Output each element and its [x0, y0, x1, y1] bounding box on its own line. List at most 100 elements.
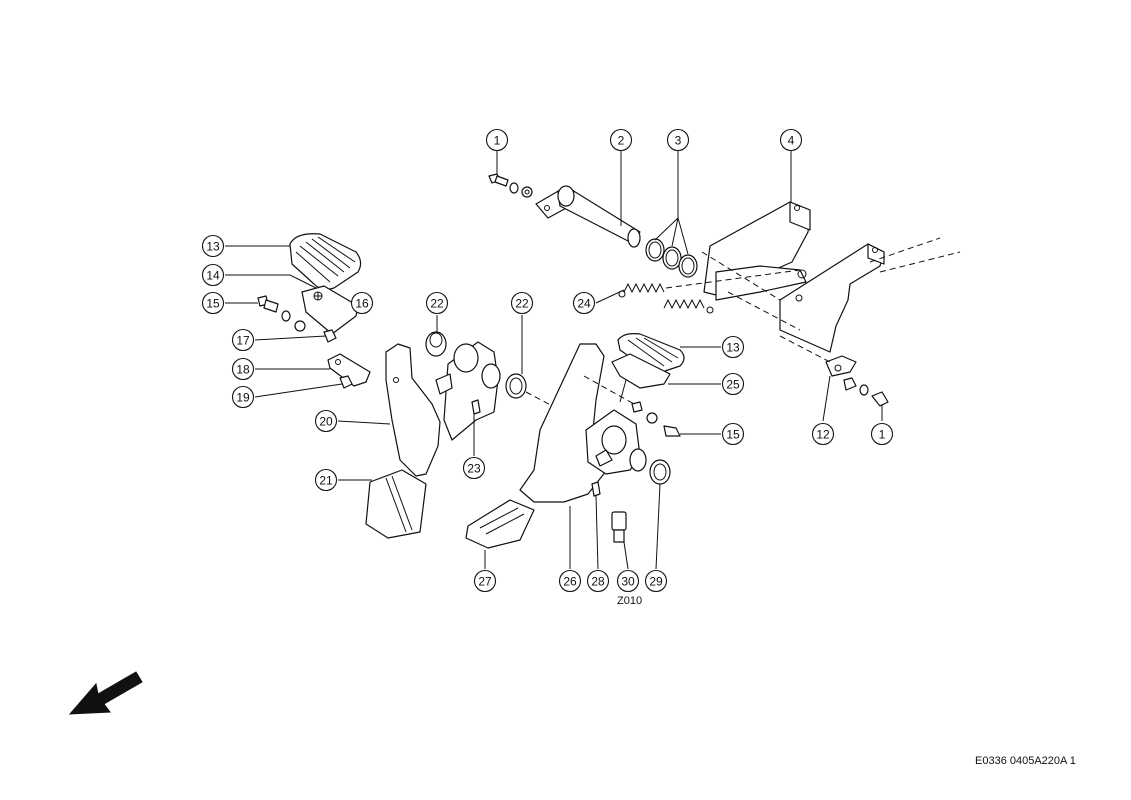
callout-number: 4: [788, 134, 795, 148]
callout-number: 1: [879, 428, 886, 442]
callout-number: 13: [206, 240, 220, 254]
callout-number: 30: [621, 575, 635, 589]
part-24-springs: [618, 269, 801, 314]
part-3-rings: [645, 238, 698, 278]
callout-circle: [721, 372, 745, 396]
callout-number: 22: [430, 297, 444, 311]
part-12-bushing: [825, 355, 857, 377]
callout-c1a: 1: [485, 128, 509, 152]
callout-number: 1: [494, 134, 501, 148]
callout-circle: [231, 328, 255, 352]
callout-c14: 14: [201, 263, 225, 287]
part-27-pad: [465, 499, 535, 549]
callout-number: 25: [726, 378, 740, 392]
figure-code: Z010: [617, 595, 642, 607]
callout-circle: [811, 422, 835, 446]
callout-circle: [350, 291, 374, 315]
callout-c13a: 13: [201, 234, 225, 258]
callout-circle: [644, 569, 668, 593]
callout-c22a: 22: [425, 291, 449, 315]
callout-c25: 25: [721, 372, 745, 396]
callout-circle: [721, 335, 745, 359]
callout-circle: [721, 422, 745, 446]
callout-c17: 17: [231, 328, 255, 352]
part-14-mounting-plate: [301, 285, 359, 335]
part-4-bracket: [703, 201, 885, 353]
callout-number: 23: [467, 462, 481, 476]
callout-number: 19: [236, 391, 250, 405]
callout-number: 28: [591, 575, 605, 589]
callout-c1b: 1: [870, 422, 894, 446]
part-23-grease-nipple: [471, 399, 481, 415]
callout-c2: 2: [609, 128, 633, 152]
part-30-switch: [611, 511, 627, 543]
part-29-bushing: [649, 459, 671, 485]
callout-c24: 24: [572, 291, 596, 315]
callout-c27: 27: [473, 569, 497, 593]
callout-number: 3: [675, 134, 682, 148]
part-22-bushing-left: [425, 331, 447, 357]
callout-circle: [231, 357, 255, 381]
callout-circle: [616, 569, 640, 593]
callout-number: 17: [236, 334, 250, 348]
extension-lines: [701, 237, 961, 331]
part-1-bolt-top: [488, 173, 533, 198]
part-15-bolt-right: [631, 401, 681, 437]
part-22-bushing-right: [505, 373, 527, 399]
part-21-pad: [365, 469, 427, 539]
callout-circle: [572, 291, 596, 315]
callout-c26: 26: [558, 569, 582, 593]
part-17-nut: [323, 329, 337, 343]
part-15-bolt-left: [257, 295, 306, 332]
reference-code: E0336 0405A220A 1: [975, 755, 1076, 767]
callout-c3: 3: [666, 128, 690, 152]
callout-circle: [425, 291, 449, 315]
callout-c22b: 22: [510, 291, 534, 315]
callout-number: 20: [319, 415, 333, 429]
part-18-shim: [327, 353, 371, 387]
callout-c29: 29: [644, 569, 668, 593]
callout-circle: [558, 569, 582, 593]
callout-circle: [870, 422, 894, 446]
callout-c13b: 13: [721, 335, 745, 359]
callout-c21: 21: [314, 468, 338, 492]
callout-circle: [314, 468, 338, 492]
callout-circle: [201, 263, 225, 287]
part-28-grease-nipple: [591, 481, 601, 497]
callout-number: 12: [816, 428, 830, 442]
callout-circle: [485, 128, 509, 152]
part-26-pedal-arm-right: [519, 343, 647, 503]
callout-circle: [231, 385, 255, 409]
callout-circle: [609, 128, 633, 152]
callout-number: 21: [319, 474, 333, 488]
callout-number: 26: [563, 575, 577, 589]
callout-number: 22: [515, 297, 529, 311]
part-2-pedal-shaft: [535, 185, 641, 248]
callout-circle: [462, 456, 486, 480]
callout-c15a: 15: [201, 291, 225, 315]
callout-number: 27: [478, 575, 492, 589]
callout-c20: 20: [314, 409, 338, 433]
callout-c19: 19: [231, 385, 255, 409]
part-20-pedal-arm-left: [385, 341, 501, 477]
callout-number: 24: [577, 297, 591, 311]
callout-circle: [586, 569, 610, 593]
callout-number: 16: [355, 297, 369, 311]
callout-number: 15: [206, 297, 220, 311]
callout-c23: 23: [462, 456, 486, 480]
callout-number: 29: [649, 575, 663, 589]
callout-circle: [510, 291, 534, 315]
callout-circle: [666, 128, 690, 152]
callout-c16: 16: [350, 291, 374, 315]
part-19-nut: [339, 375, 353, 389]
callout-c18: 18: [231, 357, 255, 381]
callout-number: 14: [206, 269, 220, 283]
callout-number: 13: [726, 341, 740, 355]
part-13-pedal-pad-left: [289, 233, 362, 290]
callout-c15b: 15: [721, 422, 745, 446]
callout-c12: 12: [811, 422, 835, 446]
callout-number: 15: [726, 428, 740, 442]
callout-circle: [201, 234, 225, 258]
part-25-plate: [611, 353, 671, 403]
arrow-front-icon: [68, 671, 143, 715]
